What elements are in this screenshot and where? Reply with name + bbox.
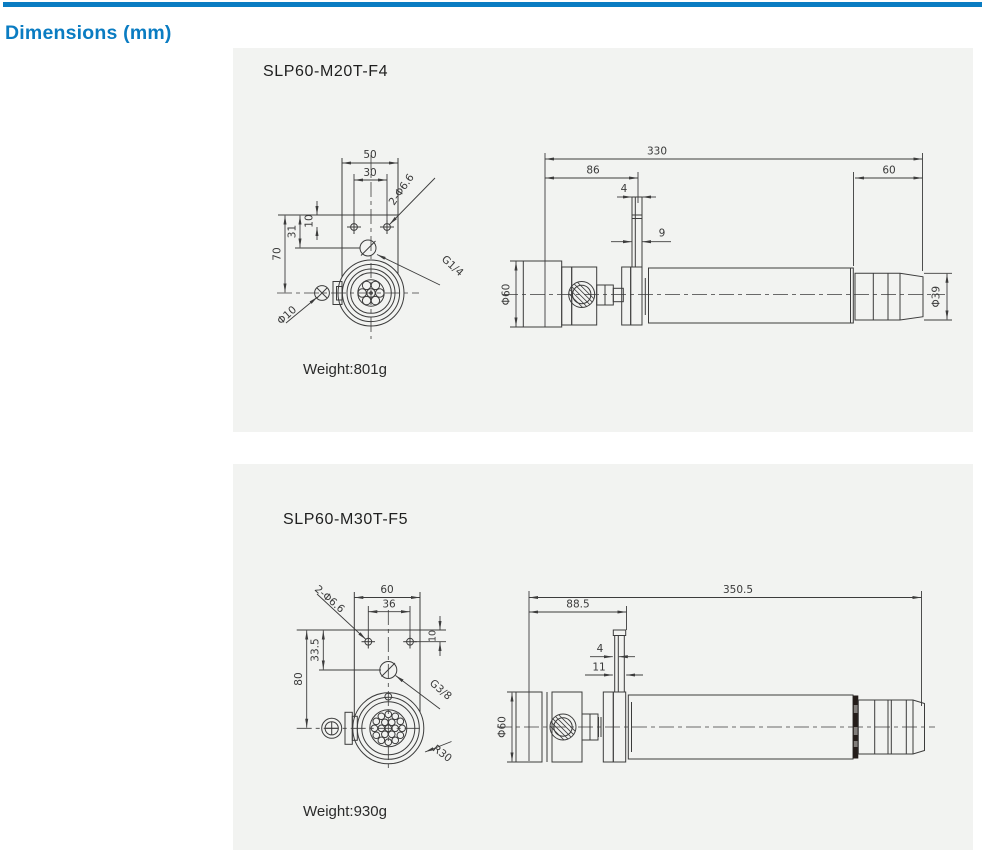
label-holes: 2-Φ6.6 [312,583,347,616]
gland-dome [549,713,577,741]
gland-dome [568,281,596,308]
dim-pin-offset: 9 [659,228,666,240]
drawing-slp60-m20t-f4: 50 30 10 31 70 2-Φ6.6 [272,146,952,339]
front-view-2: 60 36 10 33.5 80 2-Φ6.6 [293,583,454,771]
dim-rear-length: 60 [882,165,895,177]
product-panel-2: 60 36 10 33.5 80 2-Φ6.6 [233,464,973,850]
product-weight-2: Weight:930g [303,803,387,820]
band-ticks [853,705,858,747]
top-accent-bar [3,2,982,7]
side-view-2: 350.5 88.5 4 11 Φ60 [497,584,935,763]
dim-front-length: 88.5 [566,599,589,611]
dim-body-dia: Φ60 [501,284,513,306]
label-port: G1/4 [439,253,466,279]
dim-hole-drop: 10 [304,214,316,227]
side-body-2 [515,629,925,763]
dim-plate-width: 60 [380,584,393,596]
dim-total-length: 350.5 [723,584,753,596]
label-holes: 2-Φ6.6 [387,172,417,208]
dim-port-drop: 31 [287,225,299,238]
dim-total-length: 330 [647,146,667,158]
label-port: G3/8 [427,677,454,702]
product-model-2: SLP60-M30T-F5 [283,511,409,528]
label-fitting: Φ10 [275,304,299,327]
dim-pin-width: 4 [621,183,628,195]
mounting-holes [361,635,417,649]
g14-port [359,239,377,257]
drawing-slp60-m30t-f5: 60 36 10 33.5 80 2-Φ6.6 [293,583,935,771]
dim-front-length: 86 [586,165,600,177]
dim-rear-dia: Φ39 [931,286,943,308]
product-weight-1: Weight:801g [303,361,387,378]
dim-hole-spacing: 30 [363,167,376,179]
product-panel-1: 50 30 10 31 70 2-Φ6.6 [233,48,973,432]
dim-center-drop: 70 [272,247,284,260]
dim-center-drop: 80 [293,672,305,685]
mounting-holes [347,220,394,234]
side-fitting-2 [321,711,358,745]
dim-hole-drop: 10 [428,630,439,642]
g38-port [379,661,398,679]
dim-pin-width: 4 [597,643,604,655]
connector-face-1 [337,259,405,327]
dim-body-dia: Φ60 [497,716,509,738]
side-fitting-1 [314,281,343,305]
dim-plate-width: 50 [363,149,376,161]
front-view-1: 50 30 10 31 70 2-Φ6.6 [272,149,466,339]
product-model-1: SLP60-M20T-F4 [263,63,389,80]
dim-pin-offset: 11 [592,662,605,674]
dim-port-drop: 33.5 [310,638,322,661]
side-body-1 [522,196,924,328]
side-view-1: 330 86 60 4 9 Φ60 Φ39 [501,146,952,328]
label-radius: R30 [430,743,454,765]
dim-hole-spacing: 36 [382,599,396,611]
page-title: Dimensions (mm) [5,22,172,44]
